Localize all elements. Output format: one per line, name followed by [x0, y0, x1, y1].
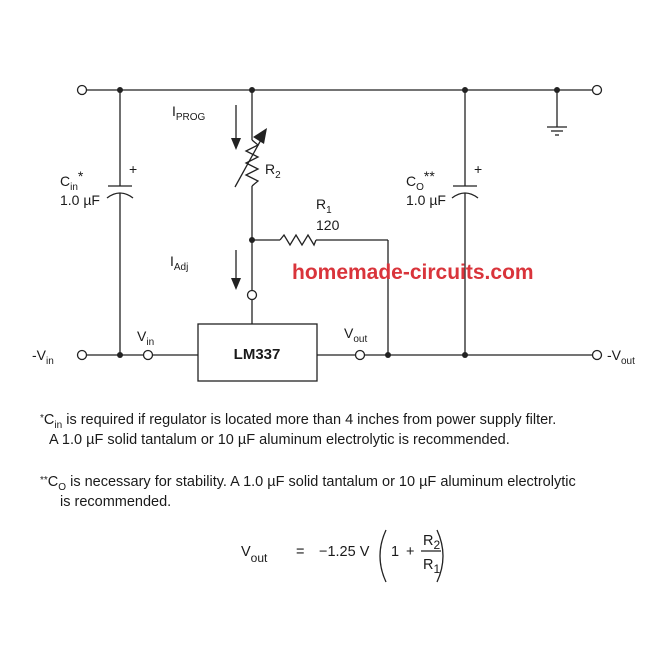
terminal-top-left	[76, 84, 88, 96]
current-arrow-iadj-icon	[231, 250, 241, 290]
paren-right	[436, 529, 444, 583]
label-neg-vout: -Vout	[607, 347, 635, 367]
resistor-r2-zigzag	[244, 139, 260, 187]
variable-arrow-icon	[234, 128, 267, 188]
pin-vout	[354, 349, 366, 361]
resistor-r1-zigzag	[279, 233, 317, 247]
formula-numerator: R2	[423, 533, 440, 552]
capacitor-co	[451, 185, 479, 199]
terminal-neg-vin	[76, 349, 88, 361]
label-ic: LM337	[234, 346, 281, 363]
label-r2: R2	[265, 161, 281, 181]
label-iprog: IPROG	[172, 103, 206, 123]
terminal-neg-vout	[591, 349, 603, 361]
label-vout-pin: Vout	[344, 325, 367, 345]
ic-lm337-body	[197, 323, 318, 382]
formula: Vout = −1.25 V 1 + R2 R1	[241, 529, 444, 583]
formula-coefficient: −1.25 V	[319, 544, 370, 560]
label-iadj: IAdj	[170, 253, 188, 273]
formula-one: 1	[391, 544, 399, 560]
label-cin-value: 1.0 µF	[60, 192, 100, 208]
label-r1-value: 120	[316, 217, 340, 233]
note-co-line2: is recommended.	[60, 494, 171, 510]
label-cin: Cin*	[60, 168, 84, 193]
label-r1: R1	[316, 196, 332, 216]
ground-icon	[547, 126, 567, 136]
terminal-top-right	[591, 84, 603, 96]
note-co-line1: **CO is necessary for stability. A 1.0 µ…	[40, 474, 576, 493]
label-co-plus: +	[474, 161, 482, 177]
label-neg-vin: -Vin	[32, 347, 54, 367]
note-cin-line2: A 1.0 µF solid tantalum or 10 µF aluminu…	[49, 432, 510, 448]
formula-equals: =	[296, 544, 304, 560]
paren-left	[379, 529, 387, 583]
label-co: CO**	[406, 168, 435, 193]
watermark: homemade-circuits.com	[292, 261, 534, 284]
wires	[86, 89, 593, 356]
capacitor-cin	[106, 185, 134, 199]
label-vin-pin: Vin	[137, 328, 154, 348]
label-co-value: 1.0 µF	[406, 192, 446, 208]
current-arrow-iprog-icon	[231, 105, 241, 150]
label-cin-plus: +	[129, 161, 137, 177]
note-cin-line1: *Cin is required if regulator is located…	[40, 412, 556, 431]
formula-plus: +	[406, 544, 414, 560]
pin-adj	[246, 289, 258, 301]
pin-vin	[142, 349, 154, 361]
formula-lhs: Vout	[241, 544, 268, 565]
junction-dots	[117, 87, 560, 358]
formula-denominator: R1	[423, 557, 440, 576]
